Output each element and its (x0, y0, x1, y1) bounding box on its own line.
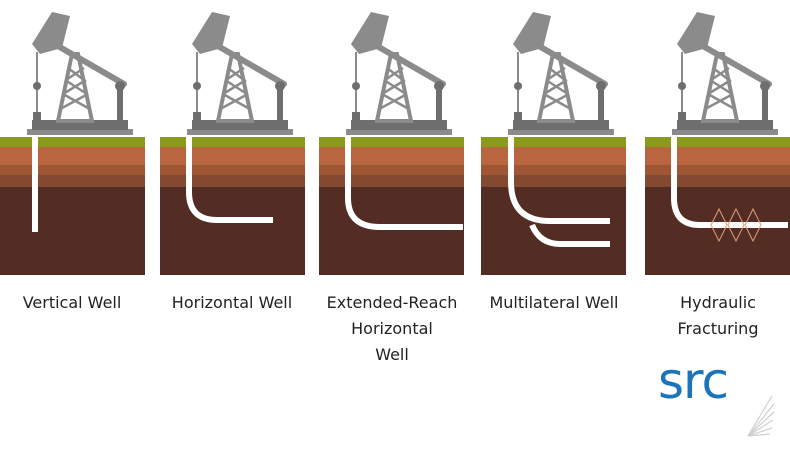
wellhead (514, 112, 522, 122)
borehole-horizontal (186, 137, 273, 223)
soil-layer-1 (0, 147, 145, 165)
derrick-bracing (706, 66, 734, 110)
crank-post (277, 84, 283, 122)
soil-layer-1 (481, 147, 626, 165)
fracture-mark (744, 207, 762, 243)
well-panel-extended-reach (319, 12, 464, 275)
pumpjack-base (187, 129, 293, 135)
label-multilateral-well: Multilateral Well (489, 293, 619, 312)
pumpjack-base (346, 129, 452, 135)
pumpjack-base (672, 129, 778, 135)
crank-pivot (760, 81, 770, 91)
wellhead-valve (33, 82, 41, 90)
fan-icon (747, 395, 775, 437)
soil-layer-3 (319, 175, 464, 187)
pumpjack-skid (192, 120, 288, 130)
derrick-bracing (542, 66, 570, 110)
pumpjack-skid (32, 120, 128, 130)
derrick-frame (536, 52, 576, 123)
grass-layer (645, 137, 790, 147)
wellhead (193, 112, 201, 122)
wellhead (678, 112, 686, 122)
pumpjack-skid (513, 120, 609, 130)
soil-layer-3 (160, 175, 305, 187)
horse-head (513, 12, 551, 54)
wellhead (33, 112, 41, 122)
crank-pivot (115, 81, 125, 91)
grass-layer (481, 137, 626, 147)
crank-post (598, 84, 604, 122)
soil-layer-1 (645, 147, 790, 165)
wellhead (352, 112, 360, 122)
well-panel-horizontal (160, 12, 305, 275)
pumpjack-icon (27, 12, 133, 135)
soil-layer-3 (481, 175, 626, 187)
wellhead-valve (193, 82, 201, 90)
label-extended-reach-well: Extended-Reach Horizontal Well (326, 293, 458, 364)
derrick-frame (374, 52, 414, 123)
soil-layer-2 (645, 165, 790, 175)
horse-head (677, 12, 715, 54)
pumpjack-icon (346, 12, 452, 135)
soil-layer-1 (160, 147, 305, 165)
fracture-zone (710, 207, 762, 243)
crank-pivot (434, 81, 444, 91)
pumpjack-icon (672, 12, 778, 135)
fracture-mark (710, 207, 728, 243)
soil-layer-2 (0, 165, 145, 175)
soil-layer-3 (0, 175, 145, 187)
crank-post (117, 84, 123, 122)
well-panel-multilateral (481, 12, 626, 275)
well-panel-hydraulic (645, 12, 790, 275)
fracture-mark (727, 207, 745, 243)
soil-layer-2 (319, 165, 464, 175)
well-panel-vertical (0, 12, 145, 275)
src-logo-text: src (658, 352, 729, 410)
derrick-bracing (380, 66, 408, 110)
horse-head (32, 12, 70, 54)
derrick-bracing (221, 66, 249, 110)
grass-layer (319, 137, 464, 147)
pumpjack-icon (187, 12, 293, 135)
pumpjack-skid (351, 120, 447, 130)
soil-layer-3 (645, 175, 790, 187)
label-hydraulic-fracturing: Hydraulic Fracturing (677, 293, 759, 338)
soil-layer-1 (319, 147, 464, 165)
soil-layer-2 (481, 165, 626, 175)
crank-pivot (596, 81, 606, 91)
wellhead-valve (678, 82, 686, 90)
horse-head (351, 12, 389, 54)
grass-layer (160, 137, 305, 147)
crank-post (436, 84, 442, 122)
pumpjack-icon (508, 12, 614, 135)
crank-post (762, 84, 768, 122)
pumpjack-base (27, 129, 133, 135)
wellhead-valve (352, 82, 360, 90)
horse-head (192, 12, 230, 54)
soil-layer-2 (160, 165, 305, 175)
borehole-multilateral (508, 137, 610, 247)
label-vertical-well: Vertical Well (22, 293, 122, 312)
borehole-hydraulic (671, 137, 788, 228)
wellhead-valve (514, 82, 522, 90)
derrick-frame (55, 52, 95, 123)
derrick-frame (700, 52, 740, 123)
pumpjack-skid (677, 120, 773, 130)
borehole-extended-reach (345, 137, 463, 230)
derrick-bracing (61, 66, 89, 110)
derrick-frame (215, 52, 255, 123)
label-horizontal-well: Horizontal Well (171, 293, 293, 312)
crank-pivot (275, 81, 285, 91)
pumpjack-base (508, 129, 614, 135)
grass-layer (0, 137, 145, 147)
